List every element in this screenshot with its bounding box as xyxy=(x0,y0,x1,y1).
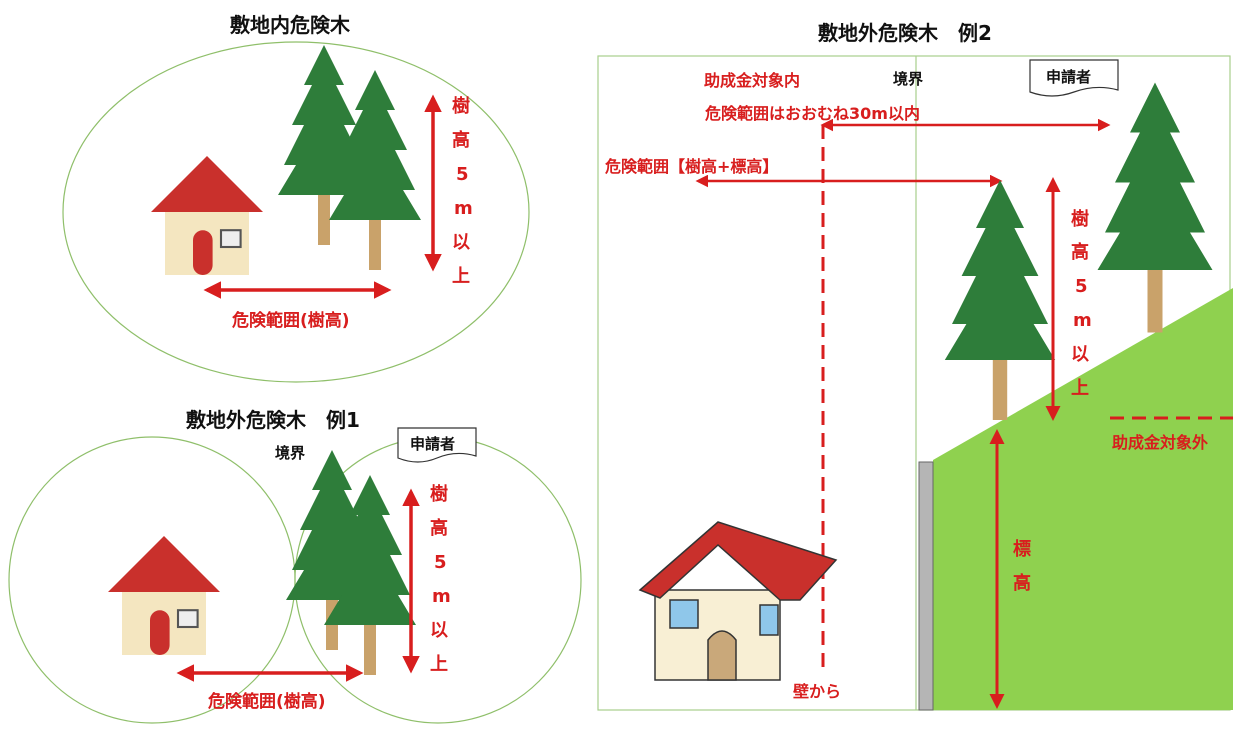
panel2-height-char-1: 樹 xyxy=(430,483,448,505)
panel1-height-char-5: 以 xyxy=(452,232,470,253)
panel3-height-char-3: 5 xyxy=(1075,276,1088,297)
panel3-subsidy-in-label: 助成金対象内 xyxy=(704,71,800,90)
panel1-site-ellipse xyxy=(62,41,530,383)
panel3-height-char-5: 以 xyxy=(1071,344,1089,365)
panel3-wall xyxy=(918,461,934,711)
panel1-range-label: 危険範囲(樹高) xyxy=(231,310,350,331)
panel3-tree-icon-2 xyxy=(1097,82,1213,333)
panel2-applicant-label: 申請者 xyxy=(410,435,455,453)
panel3-title: 敷地外危険木 例2 xyxy=(818,21,992,45)
panel2-height-char-5: 以 xyxy=(430,620,448,641)
panel3-applicant-flag: 申請者 xyxy=(1029,59,1119,97)
panel3-height-char-4: m xyxy=(1073,310,1092,331)
panel3-house-icon xyxy=(638,521,838,681)
panel1-height-char-2: 高 xyxy=(452,129,470,151)
panel3-height-char-6: 上 xyxy=(1071,378,1089,399)
panel2-height-char-2: 高 xyxy=(430,517,448,539)
panel3-wall-from-label: 壁から xyxy=(793,682,841,701)
panel1-height-char-3: 5 xyxy=(456,164,469,185)
panel3-range-formula-label: 危険範囲【樹高+標高】 xyxy=(605,157,778,176)
panel1: 敷地内危険木 樹 高 5 m 以 上 危険範囲(樹高) xyxy=(62,13,530,383)
panel3-applicant-label: 申請者 xyxy=(1046,68,1091,86)
panel2-height-char-3: 5 xyxy=(434,552,447,573)
panel3-height-char-1: 樹 xyxy=(1071,208,1089,230)
panel1-height-char-1: 樹 xyxy=(452,95,470,117)
panel2-title: 敷地外危険木 例1 xyxy=(186,408,360,432)
panel2-boundary-label: 境界 xyxy=(275,444,305,462)
panel2-height-char-4: m xyxy=(432,586,451,607)
panel2-height-char-6: 上 xyxy=(430,654,448,675)
panel1-title: 敷地内危険木 xyxy=(230,13,351,37)
panel3: 敷地外危険木 例2 助成金対象内 境界 申請者 危険範囲はおおむね30m以内 危… xyxy=(597,21,1233,711)
panel3-boundary-label: 境界 xyxy=(893,70,923,88)
panel3-tree-icon xyxy=(944,180,1056,420)
panel3-elevation-char-2: 高 xyxy=(1013,572,1031,594)
panel3-elevation-char-1: 標 xyxy=(1013,538,1031,560)
panel2: 敷地外危険木 例1 境界 申請者 樹 高 5 m 以 上 危険範囲(樹高) xyxy=(8,408,582,724)
panel1-house-icon xyxy=(149,154,265,277)
panel2-applicant-flag: 申請者 xyxy=(397,427,477,463)
panel3-slope xyxy=(933,288,1233,710)
panel3-range-30m-label: 危険範囲はおおむね30m以内 xyxy=(705,104,920,123)
panel2-house-icon xyxy=(106,534,222,657)
panel2-range-label: 危険範囲(樹高) xyxy=(207,691,326,712)
panel3-subsidy-out-label: 助成金対象外 xyxy=(1112,433,1208,452)
panel3-height-char-2: 高 xyxy=(1071,241,1089,263)
panel1-height-char-6: 上 xyxy=(452,266,470,287)
panel1-height-char-4: m xyxy=(454,198,473,219)
